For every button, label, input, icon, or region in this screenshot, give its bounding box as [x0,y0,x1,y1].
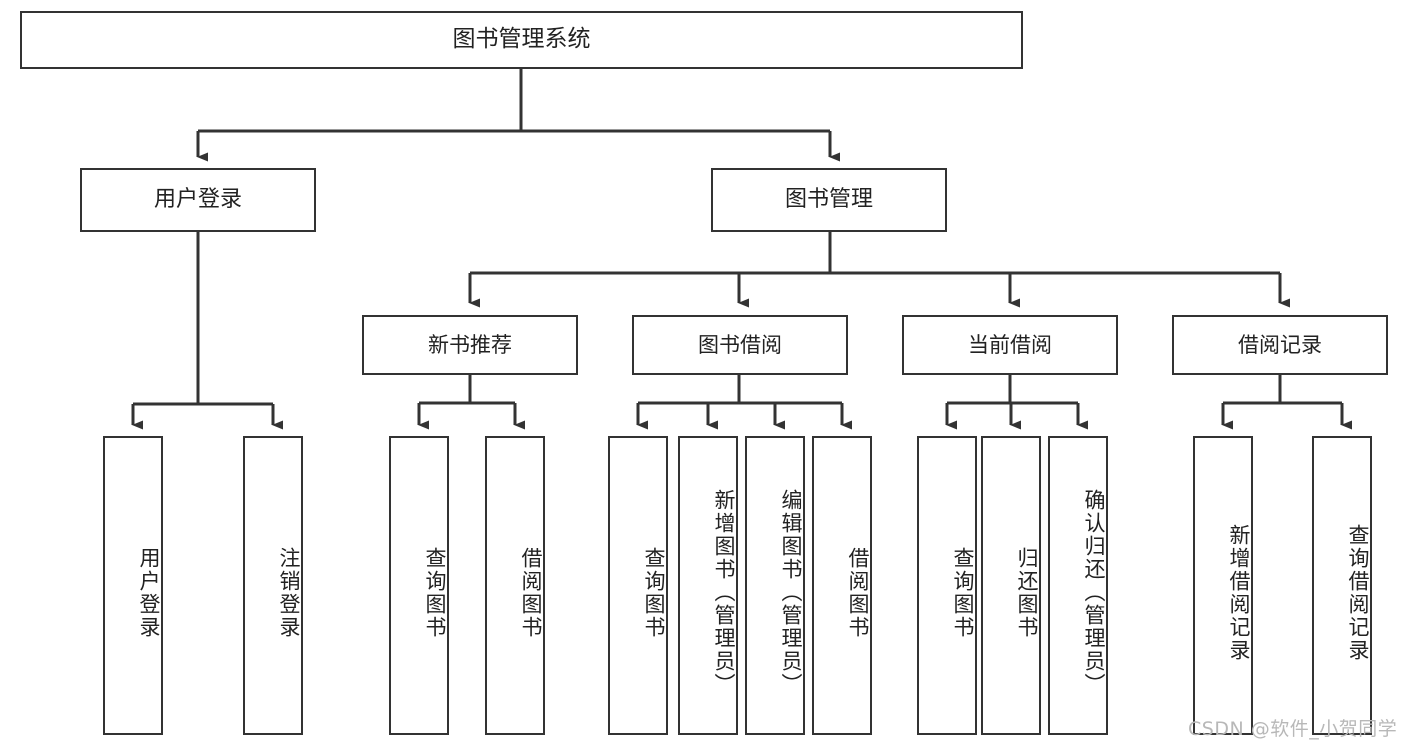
leaf-book-borrow-edit-book-admin[interactable]: 编辑图书（管理员） [745,436,805,735]
node-label: 借阅记录 [1238,332,1322,357]
node-label: 图书借阅 [698,332,782,357]
node-borrow-record[interactable]: 借阅记录 [1172,315,1388,375]
node-label: 确认归还（管理员） [1082,489,1106,696]
node-label: 图书管理系统 [452,26,591,53]
node-new-book-recommend[interactable]: 新书推荐 [362,315,578,375]
node-root-book-management-system[interactable]: 图书管理系统 [20,11,1023,69]
node-label: 当前借阅 [968,332,1052,357]
node-label: 图书管理 [784,187,873,213]
leaf-current-borrow-query-book[interactable]: 查询图书 [917,436,977,735]
leaf-book-borrow-add-book-admin[interactable]: 新增图书（管理员） [678,436,738,735]
leaf-new-book-query-book[interactable]: 查询图书 [389,436,449,735]
node-label: 查询图书 [642,546,666,639]
leaf-current-borrow-return-book[interactable]: 归还图书 [981,436,1041,735]
node-label: 归还图书 [1015,546,1039,639]
node-label: 新增图书（管理员） [712,489,736,696]
node-label: 借阅图书 [846,546,870,639]
leaf-current-borrow-confirm-return-admin[interactable]: 确认归还（管理员） [1048,436,1108,735]
node-user-login[interactable]: 用户登录 [80,168,316,232]
leaf-borrow-record-add-record[interactable]: 新增借阅记录 [1193,436,1253,735]
leaf-book-borrow-query-book[interactable]: 查询图书 [608,436,668,735]
node-label: 编辑图书（管理员） [779,489,803,696]
leaf-borrow-record-query-record[interactable]: 查询借阅记录 [1312,436,1372,735]
node-label: 新书推荐 [428,332,512,357]
node-label: 借阅图书 [519,546,543,639]
node-label: 查询借阅记录 [1346,523,1370,662]
node-label: 注销登录 [277,546,301,639]
node-label: 查询图书 [423,546,447,639]
leaf-new-book-borrow-book[interactable]: 借阅图书 [485,436,545,735]
node-book-management[interactable]: 图书管理 [711,168,947,232]
node-book-borrow[interactable]: 图书借阅 [632,315,848,375]
node-label: 用户登录 [153,187,242,213]
leaf-user-login-login[interactable]: 用户登录 [103,436,163,735]
node-label: 用户登录 [137,546,161,639]
node-label: 新增借阅记录 [1227,523,1251,662]
leaf-book-borrow-borrow-book[interactable]: 借阅图书 [812,436,872,735]
node-current-borrow[interactable]: 当前借阅 [902,315,1118,375]
leaf-user-login-logout[interactable]: 注销登录 [243,436,303,735]
node-label: 查询图书 [951,546,975,639]
